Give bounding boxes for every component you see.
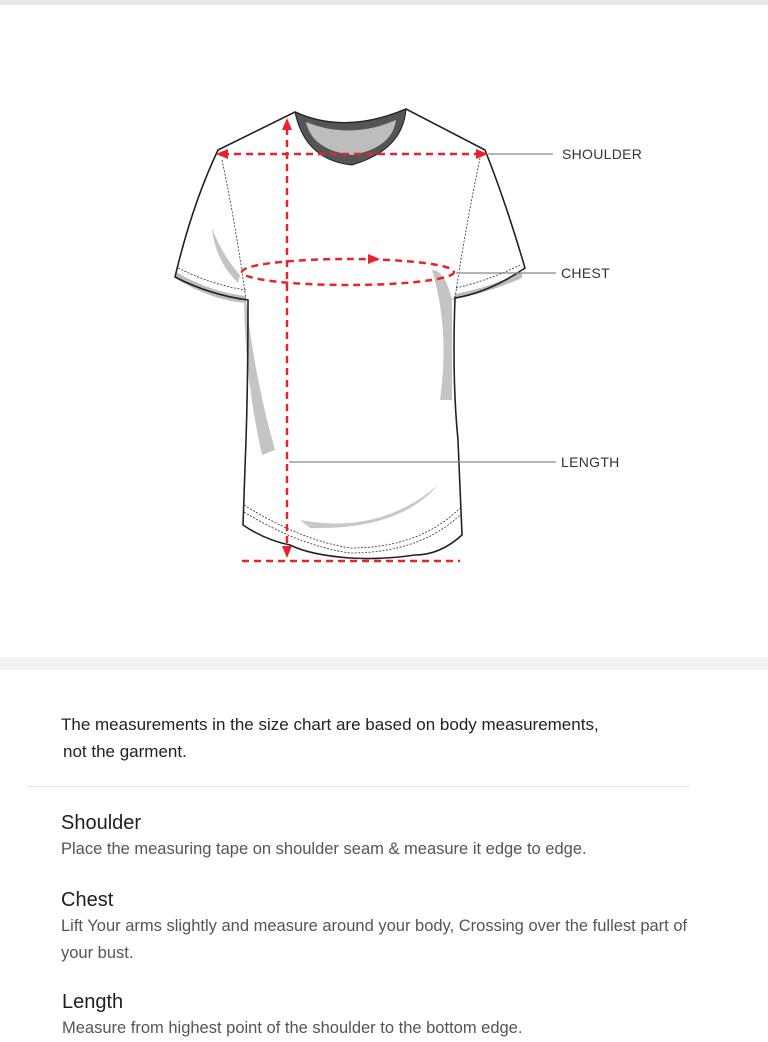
section-title: Chest: [61, 889, 114, 911]
section-chest: Chest Lift Your arms slightly and measur…: [61, 887, 701, 967]
section-description: Place the measuring tape on shoulder sea…: [61, 840, 587, 858]
note-line-1: The measurements in the size chart are b…: [61, 715, 599, 734]
top-border: [0, 0, 768, 5]
section-shoulder: Shoulder Place the measuring tape on sho…: [61, 810, 701, 863]
tshirt-illustration: [174, 108, 556, 563]
section-description: Measure from highest point of the should…: [62, 1019, 523, 1037]
section-title: Length: [62, 991, 124, 1013]
divider: [28, 786, 690, 787]
callout-length: LENGTH: [561, 454, 620, 470]
measurement-note: The measurements in the size chart are b…: [61, 711, 681, 765]
measurement-diagram: SHOULDER CHEST LENGTH: [0, 60, 768, 620]
section-length: Length Measure from highest point of the…: [62, 989, 702, 1042]
section-description: Lift Your arms slightly and measure arou…: [61, 917, 688, 962]
note-line-2: not the garment.: [63, 742, 187, 761]
callout-chest: CHEST: [561, 265, 610, 281]
section-title: Shoulder: [61, 812, 142, 834]
section-separator-band: [0, 657, 768, 670]
callout-shoulder: SHOULDER: [562, 146, 643, 162]
